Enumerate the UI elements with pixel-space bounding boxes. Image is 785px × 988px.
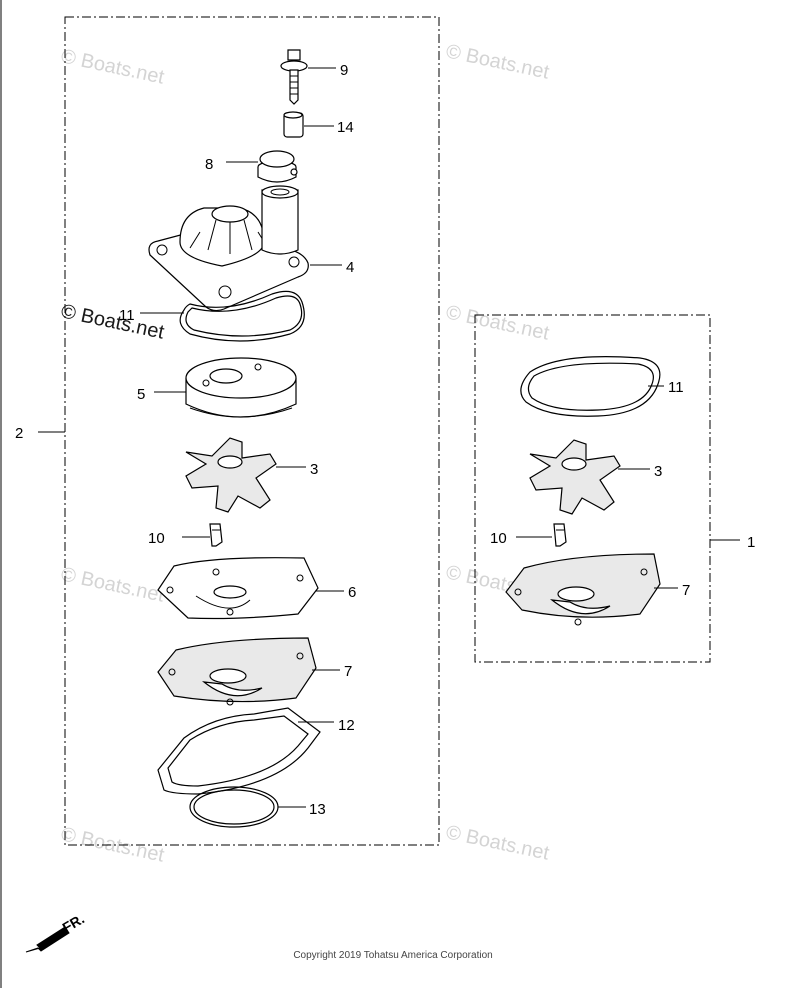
part-wear-plate[interactable] — [157, 557, 319, 620]
part-o-ring-housing-kit[interactable] — [520, 356, 661, 417]
part-gasket[interactable] — [157, 637, 317, 706]
front-direction-arrow: FR. — [25, 910, 87, 953]
watermark-7: © Boats.net — [444, 821, 552, 864]
part-o-ring-housing[interactable] — [179, 290, 305, 342]
part-outer-gasket[interactable] — [157, 707, 321, 795]
part-o-ring-small[interactable] — [189, 786, 279, 828]
kit-full-group: 2 9 14 8 — [15, 16, 440, 846]
part-dowel-pin[interactable] — [283, 111, 304, 138]
callout-12: 12 — [338, 717, 355, 734]
watermark-4: © Boats.net — [59, 563, 167, 606]
part-impeller-key[interactable] — [209, 523, 223, 547]
copyright-notice: Copyright 2019 Tohatsu America Corporati… — [293, 950, 492, 961]
part-impeller-kit[interactable] — [529, 439, 621, 515]
callout-5: 5 — [137, 386, 145, 403]
watermark-2: © Boats.net — [444, 40, 552, 83]
callout-13: 13 — [309, 801, 326, 818]
kit-full-ref-label: 2 — [15, 425, 23, 442]
watermarks: © Boats.net © Boats.net © Boats.net © Bo… — [59, 40, 552, 866]
callout-4: 4 — [346, 259, 354, 276]
watermark-3: © Boats.net — [444, 301, 552, 344]
part-pump-housing[interactable] — [148, 185, 309, 312]
callout-9: 9 — [340, 62, 348, 79]
part-pump-insert[interactable] — [185, 357, 297, 418]
callout-8: 8 — [205, 156, 213, 173]
callout-3-kit: 3 — [654, 463, 662, 480]
callout-10-full: 10 — [148, 530, 165, 547]
callout-14: 14 — [337, 119, 354, 136]
callout-11-kit: 11 — [668, 379, 684, 396]
part-impeller-key-kit[interactable] — [553, 523, 567, 547]
kit-repair-ref-label: 1 — [747, 534, 755, 551]
callout-7-kit: 7 — [682, 582, 690, 599]
callout-11-full: 11 — [119, 307, 135, 324]
callout-6: 6 — [348, 584, 356, 601]
kit-repair-group: 1 11 3 10 7 — [474, 314, 755, 663]
part-grommet[interactable] — [257, 150, 298, 183]
callout-10-kit: 10 — [490, 530, 507, 547]
callout-7-full: 7 — [344, 663, 352, 680]
part-gasket-kit[interactable] — [505, 553, 661, 626]
part-bolt[interactable] — [280, 49, 308, 105]
part-impeller[interactable] — [185, 437, 277, 513]
callout-3-full: 3 — [310, 461, 318, 478]
watermark-overlay: © Boats.net — [59, 300, 167, 343]
watermark-1: © Boats.net — [59, 45, 167, 88]
